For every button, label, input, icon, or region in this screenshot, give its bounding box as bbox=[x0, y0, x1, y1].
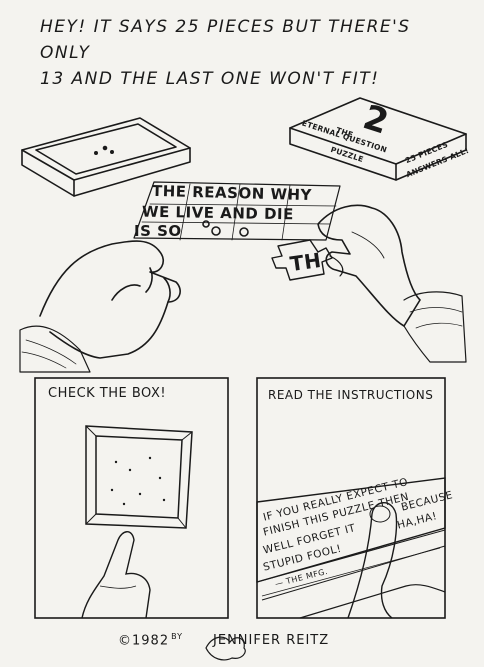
signature-doodle bbox=[205, 636, 246, 661]
box-lid-illustration bbox=[289, 97, 467, 181]
caption-line-2: 13 AND THE LAST ONE WON'T FIT! bbox=[40, 69, 380, 89]
last-puzzle-piece bbox=[271, 239, 333, 281]
empty-box-illustration bbox=[21, 117, 191, 197]
by-text: BY bbox=[171, 632, 184, 641]
panel-left-frame bbox=[34, 377, 229, 619]
caption-line-1: HEY! IT SAYS 25 PIECES BUT THERE'S ONLY bbox=[40, 17, 411, 63]
last-piece-text: TH bbox=[288, 247, 323, 277]
panel-right-label: READ THE INSTRUCTIONS bbox=[268, 388, 434, 402]
copyright-text: ©1982 bbox=[118, 633, 170, 649]
puzzle-assembled bbox=[133, 181, 341, 241]
artist-name: JENNIFER REITZ bbox=[213, 633, 330, 649]
instructions-paper-illustration bbox=[256, 477, 446, 619]
panel-left-label: CHECK THE BOX! bbox=[48, 386, 167, 401]
right-hand-illustration bbox=[317, 204, 467, 363]
top-caption: HEY! IT SAYS 25 PIECES BUT THERE'S ONLY … bbox=[40, 14, 460, 92]
box-inside-illustration bbox=[81, 425, 193, 619]
left-hand-illustration bbox=[19, 240, 181, 373]
puzzle-line-3: IS SO bbox=[134, 222, 182, 240]
puzzle-line-2: WE LIVE AND DIE bbox=[141, 202, 295, 224]
